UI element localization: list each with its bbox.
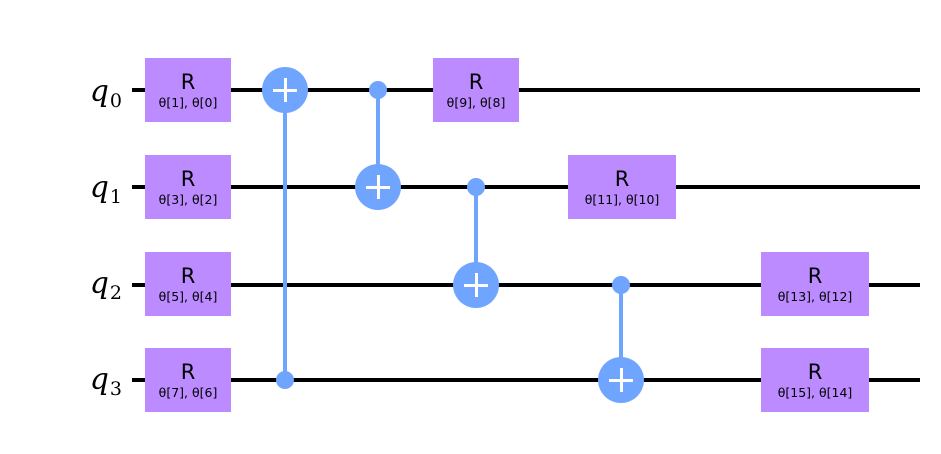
- cnot-control-dot-q1: [467, 178, 485, 196]
- qubit-wire-q0: [132, 88, 920, 92]
- cnot-control-dot-q3: [276, 371, 294, 389]
- gate-label: R: [180, 359, 196, 384]
- gate-label: R: [180, 166, 196, 191]
- r-gate-q0-layer2: R θ[9], θ[8]: [433, 58, 519, 122]
- qubit-wire-q1: [132, 185, 920, 189]
- gate-label: R: [180, 263, 196, 288]
- r-gate-q1-layer2: R θ[11], θ[10]: [568, 155, 676, 219]
- cnot-line-q1-q2: [474, 187, 478, 285]
- cnot-line-q0-q1: [376, 90, 380, 187]
- r-gate-q0-layer1: R θ[1], θ[0]: [145, 58, 231, 122]
- qubit-label-q1: q1: [89, 170, 122, 208]
- gate-params: θ[15], θ[14]: [777, 384, 853, 400]
- r-gate-q3-layer1: R θ[7], θ[6]: [145, 348, 231, 412]
- cnot-target-q3: [598, 357, 644, 403]
- gate-params: θ[11], θ[10]: [584, 191, 660, 207]
- cnot-control-dot-q0: [369, 81, 387, 99]
- r-gate-q3-layer2: R θ[15], θ[14]: [761, 348, 869, 412]
- gate-label: R: [468, 69, 484, 94]
- gate-params: θ[7], θ[6]: [158, 384, 218, 400]
- cnot-target-q0: [262, 67, 308, 113]
- qubit-wire-q2: [132, 283, 920, 287]
- r-gate-q2-layer1: R θ[5], θ[4]: [145, 252, 231, 316]
- qubit-label-q0: q0: [89, 74, 122, 112]
- r-gate-q2-layer2: R θ[13], θ[12]: [761, 252, 869, 316]
- cnot-line-q3-q0: [283, 90, 287, 380]
- gate-label: R: [807, 263, 823, 288]
- qubit-label-q3: q3: [89, 362, 122, 400]
- cnot-target-q1: [355, 164, 401, 210]
- gate-label: R: [807, 359, 823, 384]
- r-gate-q1-layer1: R θ[3], θ[2]: [145, 155, 231, 219]
- gate-params: θ[5], θ[4]: [158, 288, 218, 304]
- qubit-label-q2: q2: [89, 266, 122, 304]
- gate-params: θ[3], θ[2]: [158, 191, 218, 207]
- gate-params: θ[9], θ[8]: [446, 94, 506, 110]
- gate-label: R: [180, 69, 196, 94]
- cnot-line-q2-q3: [619, 285, 623, 380]
- qubit-wire-q3: [132, 378, 920, 382]
- gate-label: R: [614, 166, 630, 191]
- gate-params: θ[13], θ[12]: [777, 288, 853, 304]
- cnot-target-q2: [453, 262, 499, 308]
- cnot-control-dot-q2: [612, 276, 630, 294]
- gate-params: θ[1], θ[0]: [158, 94, 218, 110]
